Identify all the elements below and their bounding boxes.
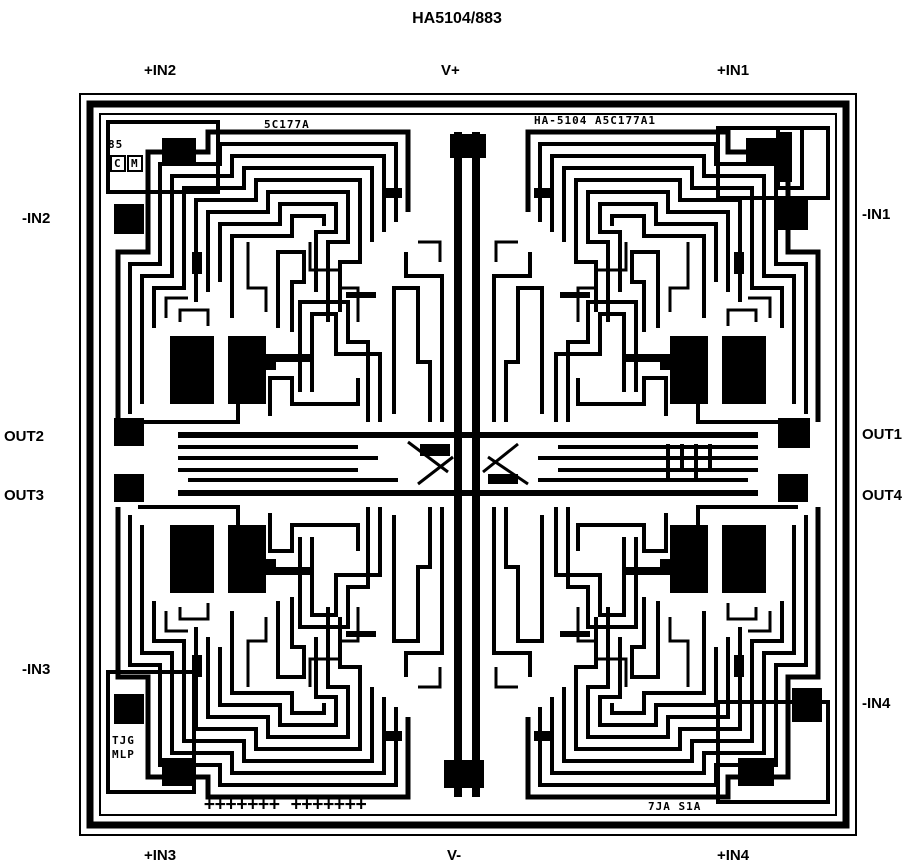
- pad-label-out3: OUT3: [4, 487, 45, 504]
- mask-code-bottom: 7JA S1A: [648, 800, 702, 813]
- pad-minus-in2: [114, 204, 144, 234]
- pad-label-out1: OUT1: [862, 426, 903, 443]
- pad-label-minus-in3: -IN3: [22, 661, 51, 678]
- pad-label-plus-in3: +IN3: [144, 847, 177, 864]
- plus-row-mark: +++++++ +++++++: [204, 794, 367, 815]
- pad-minus-in3: [114, 694, 144, 724]
- pad-label-v-plus: V+: [441, 62, 460, 79]
- pad-plus-in1: [746, 138, 778, 166]
- initials-mlp: MLP: [112, 748, 135, 761]
- pad-out3: [114, 474, 144, 502]
- year-mark: 85: [108, 138, 124, 151]
- pad-label-minus-in4: -IN4: [862, 695, 891, 712]
- pad-minus-in1: [778, 200, 808, 230]
- mask-code-left: 5C177A: [264, 118, 310, 131]
- pad-label-plus-in4: +IN4: [717, 847, 750, 864]
- pad-v-plus: [450, 134, 486, 158]
- logo-m-mark: M: [127, 155, 143, 172]
- pad-label-out4: OUT4: [862, 487, 903, 504]
- pad-out2: [114, 418, 144, 446]
- initials-tjg: TJG: [112, 734, 135, 747]
- die-layout-diagram: [79, 93, 857, 836]
- pad-label-v-minus: V-: [447, 847, 462, 864]
- pad-v-minus: [444, 760, 484, 788]
- pad-label-minus-in1: -IN1: [862, 206, 891, 223]
- pad-out4: [778, 474, 808, 502]
- pad-plus-in4: [738, 758, 774, 786]
- logo-c-mark: C: [110, 155, 126, 172]
- pad-plus-in3: [162, 758, 194, 786]
- pad-plus-in2: [162, 138, 196, 164]
- pad-label-plus-in1: +IN1: [717, 62, 750, 79]
- pad-label-minus-in2: -IN2: [22, 210, 51, 227]
- pad-label-plus-in2: +IN2: [144, 62, 177, 79]
- pad-label-out2: OUT2: [4, 428, 45, 445]
- pad-minus-in4: [792, 688, 822, 722]
- pad-out1: [778, 418, 810, 448]
- die-title: HA5104/883: [412, 10, 502, 27]
- mask-code-right: HA-5104 A5C177A1: [534, 114, 656, 127]
